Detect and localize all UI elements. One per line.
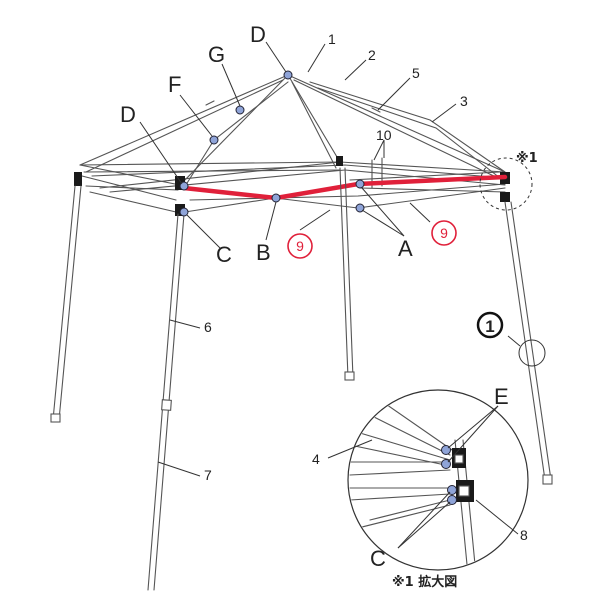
zoom-detail bbox=[327, 389, 529, 571]
step-badge: 1 bbox=[476, 311, 504, 339]
label-7: 7 bbox=[204, 467, 212, 483]
leader-lines bbox=[139, 41, 457, 477]
zoom-caption: ※1 拡大図 bbox=[392, 574, 457, 590]
label-5: 5 bbox=[412, 65, 420, 81]
pin-C bbox=[179, 207, 189, 217]
highlighted-bar-9 bbox=[181, 174, 508, 201]
label-D-left: D bbox=[120, 102, 136, 127]
label-10: 10 bbox=[376, 127, 392, 143]
label-4: 4 bbox=[312, 451, 320, 467]
label-D-top: D bbox=[250, 22, 266, 47]
legs bbox=[50, 167, 553, 591]
label-6: 6 bbox=[204, 319, 212, 335]
pin-B bbox=[271, 193, 281, 203]
label-B: B bbox=[256, 240, 271, 265]
svg-text:9: 9 bbox=[296, 238, 304, 254]
zoom-marker-circle bbox=[479, 157, 533, 211]
pin-D-top bbox=[283, 70, 293, 80]
pin-A-upper bbox=[355, 179, 365, 189]
label-9-right: 9 bbox=[431, 220, 457, 246]
pin-G bbox=[235, 105, 245, 115]
note-ref-label: ※1 bbox=[516, 151, 538, 166]
label-C: C bbox=[216, 242, 232, 267]
label-A: A bbox=[398, 236, 413, 261]
label-G: G bbox=[208, 42, 225, 67]
label-C-zoom: C bbox=[370, 546, 386, 571]
pins bbox=[179, 70, 365, 217]
label-3: 3 bbox=[460, 93, 468, 109]
label-F: F bbox=[168, 72, 181, 97]
leg-check-circle bbox=[518, 339, 546, 367]
svg-text:9: 9 bbox=[440, 225, 448, 241]
label-1: 1 bbox=[328, 31, 336, 47]
label-E: E bbox=[494, 384, 509, 409]
label-8: 8 bbox=[520, 527, 528, 543]
pin-F bbox=[209, 135, 219, 145]
label-9-left: 9 bbox=[287, 233, 313, 259]
label-2: 2 bbox=[368, 47, 376, 63]
step-badge-number: 1 bbox=[485, 317, 494, 336]
